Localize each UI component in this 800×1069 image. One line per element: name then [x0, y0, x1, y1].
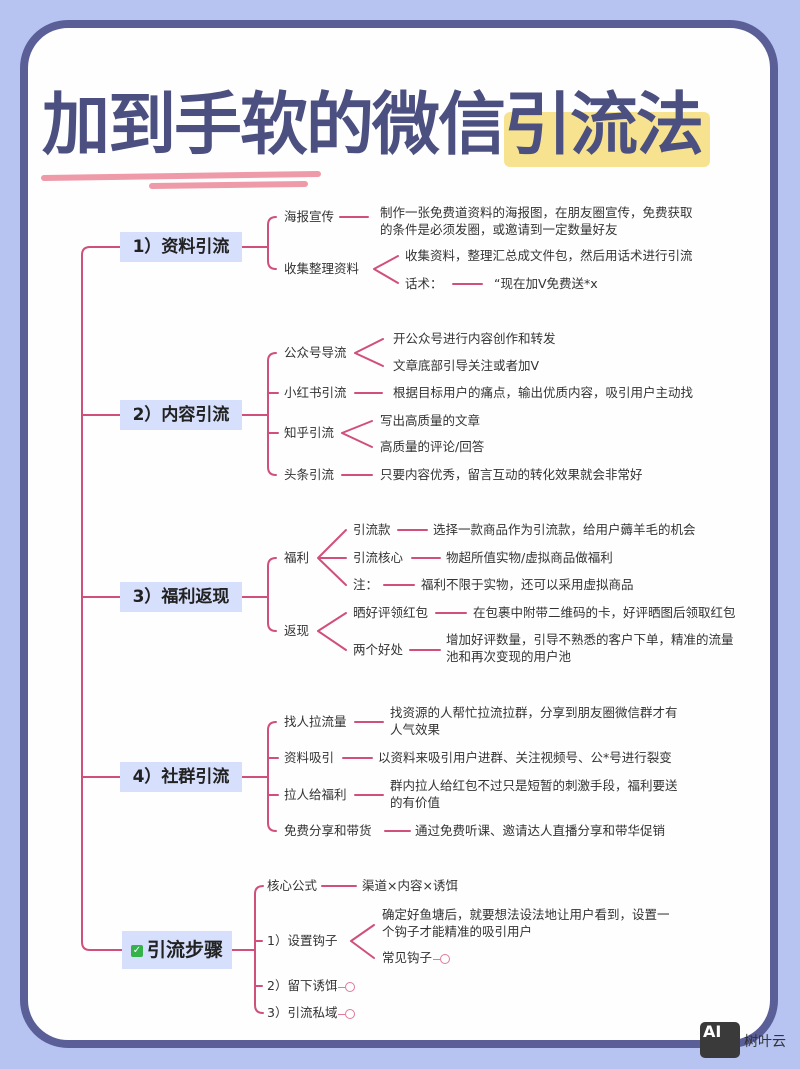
collapsed-label: 3）引流私域: [267, 1005, 338, 1020]
collapsed-node[interactable]: 3）引流私域: [267, 1004, 356, 1021]
detail-text: 的条件是必须发圈，或邀请到一定数量好友: [380, 222, 618, 237]
title-highlight: 引流法: [504, 86, 704, 165]
detail-text: 根据目标用户的痛点，输出优质内容，吸引用户主动找: [393, 385, 694, 400]
sub-node: 公众号导流: [284, 345, 347, 360]
detail-text: 文章底部引导关注或者加V: [393, 358, 540, 373]
branch-1-node: 1）资料引流: [120, 232, 242, 262]
trunk-line: [81, 246, 123, 951]
detail-text: 选择一款商品作为引流款，给用户薅羊毛的机会: [433, 522, 696, 537]
sub-node: 海报宣传: [284, 209, 335, 224]
branch-2-node: 2）内容引流: [120, 400, 242, 430]
title-underline: [41, 171, 321, 181]
collapsed-label: 常见钩子: [382, 950, 433, 965]
detail-text: 开公众号进行内容创作和转发: [393, 331, 556, 346]
detail-text: 高质量的评论/回答: [380, 439, 485, 454]
detail-text: 通过免费听课、邀请达人直播分享和带华促销: [415, 823, 666, 838]
detail-text: 确定好鱼塘后，就要想法设法地让用户看到，设置一: [382, 907, 670, 922]
branch-5-label: 引流步骤: [146, 939, 223, 961]
detail-text: 物超所值实物/虚拟商品做福利: [446, 550, 613, 565]
sub-node: 收集整理资料: [284, 261, 360, 276]
item-label: 两个好处: [353, 642, 404, 657]
item-label: 引流款: [353, 522, 391, 537]
detail-text: 收集资料，整理汇总成文件包，然后用话术进行引流: [405, 248, 693, 263]
detail-text: 制作一张免费道资料的海报图，在朋友圈宣传，免费获取: [380, 205, 693, 220]
sub-node: 头条引流: [284, 467, 335, 482]
sub-node: 1）设置钩子: [267, 933, 338, 948]
branch-4-node: 4）社群引流: [120, 762, 242, 792]
title-main: 加到手软的微信: [42, 86, 506, 165]
detail-text: 池和再次变现的用户池: [446, 649, 572, 664]
detail-text: 在包裹中附带二维码的卡，好评晒图后领取红包: [473, 605, 736, 620]
detail-text: “现在加V免费送*x: [494, 276, 598, 291]
sub-node: 福利: [284, 550, 310, 565]
detail-text: 以资料来吸引用户进群、关注视频号、公*号进行裂变: [378, 750, 672, 765]
expand-icon[interactable]: [433, 953, 451, 964]
detail-text: 渠道×内容×诱饵: [362, 878, 458, 893]
expand-icon[interactable]: [338, 981, 356, 992]
collapsed-node[interactable]: 常见钩子: [382, 949, 451, 966]
detail-text: 福利不限于实物，还可以采用虚拟商品: [421, 577, 634, 592]
sub-node: 返现: [284, 623, 310, 638]
expand-icon[interactable]: [338, 1008, 356, 1019]
item-label: 注：: [353, 577, 379, 592]
watermark-logo: AI: [700, 1022, 740, 1058]
watermark-text: 树叶云: [744, 1034, 786, 1050]
sub-node: 找人拉流量: [284, 714, 347, 729]
collapsed-label: 2）留下诱饵: [267, 978, 338, 993]
detail-text: 增加好评数量，引导不熟悉的客户下单，精准的流量: [446, 632, 734, 647]
sub-node: 核心公式: [267, 878, 318, 893]
detail-text: 个钩子才能精准的吸引用户: [382, 924, 533, 939]
page-title: 加到手软的微信引流法: [42, 86, 704, 166]
sub-node: 小红书引流: [284, 385, 347, 400]
poster-card: [20, 20, 778, 1048]
detail-label: 话术：: [405, 276, 443, 291]
detail-text: 找资源的人帮忙拉流拉群，分享到朋友圈微信群才有: [390, 705, 678, 720]
sub-node: 资料吸引: [284, 750, 335, 765]
sub-node: 知乎引流: [284, 425, 335, 440]
detail-text: 群内拉人给红包不过只是短暂的刺激手段，福利要送: [390, 778, 678, 793]
detail-text: 只要内容优秀，留言互动的转化效果就会非常好: [380, 467, 643, 482]
detail-text: 的有价值: [390, 795, 441, 810]
sub-node: 拉人给福利: [284, 787, 347, 802]
collapsed-node[interactable]: 2）留下诱饵: [267, 977, 356, 994]
item-label: 引流核心: [353, 550, 404, 565]
branch-3-node: 3）福利返现: [120, 582, 242, 612]
detail-text: 写出高质量的文章: [380, 413, 481, 428]
title-underline-2: [149, 181, 308, 189]
item-label: 晒好评领红包: [353, 605, 429, 620]
sub-node: 免费分享和带货: [284, 823, 372, 838]
branch-5-node: ✓引流步骤: [122, 931, 232, 969]
check-box-icon: ✓: [130, 944, 143, 957]
detail-text: 人气效果: [390, 722, 441, 737]
